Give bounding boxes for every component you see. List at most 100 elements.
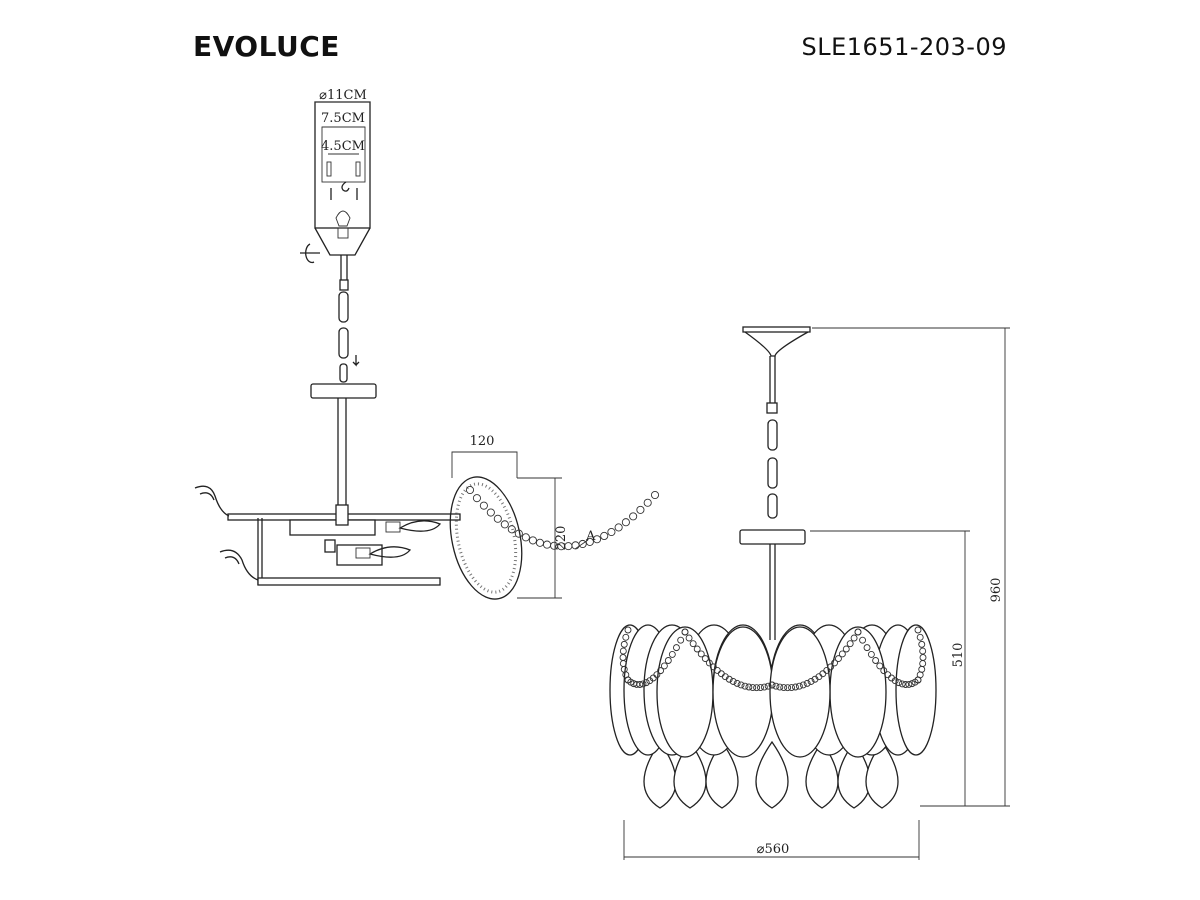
bead <box>753 684 761 692</box>
bead <box>664 657 672 664</box>
bead <box>784 684 792 692</box>
bead <box>850 634 858 642</box>
front-view: 960 510 ⌀560 <box>609 326 1010 860</box>
leaf <box>805 740 839 809</box>
bead <box>500 520 509 529</box>
inner-width-label: 7.5CM <box>321 111 365 126</box>
leaf <box>837 740 871 809</box>
bead <box>835 655 842 663</box>
bead <box>867 650 875 658</box>
bead <box>681 628 689 636</box>
bead <box>521 533 530 542</box>
leaf-height-label: 220 <box>554 526 569 551</box>
body-height-label: 510 <box>951 643 966 668</box>
bead <box>705 659 713 667</box>
bead <box>650 490 660 500</box>
bead <box>697 650 705 658</box>
bead <box>768 681 776 689</box>
rotate-arrow-icon <box>300 243 320 264</box>
bead <box>578 539 587 549</box>
bead <box>614 523 623 532</box>
bead <box>685 634 693 642</box>
outer-diameter-label: ⌀11CM <box>319 88 367 103</box>
bead <box>673 644 680 652</box>
bead <box>585 537 594 546</box>
leaf <box>643 740 677 809</box>
bead <box>472 494 481 503</box>
bead <box>507 525 516 534</box>
callout-label: A <box>585 529 596 544</box>
bead <box>827 663 835 671</box>
bead <box>788 684 795 691</box>
bead <box>514 529 523 538</box>
down-arrow-icon <box>352 355 360 367</box>
bead-chain <box>465 485 660 551</box>
bead <box>757 684 764 691</box>
model-number: SLE1651-203-09 <box>801 33 1007 61</box>
bead <box>729 678 737 685</box>
bead <box>823 667 831 674</box>
bead <box>807 678 815 685</box>
bead <box>876 662 884 670</box>
leaf <box>673 740 707 809</box>
bead <box>620 640 628 648</box>
bead <box>622 633 630 641</box>
leaf <box>865 740 899 809</box>
bead <box>668 650 676 658</box>
bead <box>629 512 638 521</box>
bulb-icon <box>368 546 412 558</box>
bead <box>831 659 838 667</box>
bead <box>905 680 913 688</box>
bulb-icon <box>398 520 442 532</box>
bead <box>535 538 545 547</box>
bead <box>486 508 495 517</box>
leaf <box>755 740 789 809</box>
bead <box>677 636 685 644</box>
bead <box>642 679 650 687</box>
bead <box>764 682 772 690</box>
leaf <box>829 626 887 758</box>
leaf <box>712 626 774 758</box>
bead <box>479 501 488 510</box>
bead <box>914 676 922 684</box>
total-height-label: 960 <box>989 578 1004 603</box>
leaf <box>705 740 739 809</box>
brand-logo: EVOLUCE <box>193 30 340 63</box>
bracket-width-label: 4.5CM <box>321 139 365 154</box>
leaf <box>769 626 831 758</box>
bead <box>859 636 867 644</box>
leaf-shade <box>609 624 937 809</box>
bead <box>898 680 906 688</box>
leaf <box>895 624 937 756</box>
bead <box>607 527 616 537</box>
bead <box>571 541 580 550</box>
bead <box>918 640 926 648</box>
hook-icon <box>341 181 350 192</box>
bead <box>745 683 753 691</box>
bead <box>621 518 630 527</box>
leaf-width-label: 120 <box>470 434 495 449</box>
bead <box>709 663 717 671</box>
leaf-detail: 120 220 A <box>449 434 660 600</box>
diameter-label: ⌀560 <box>757 842 790 857</box>
bead <box>749 684 757 691</box>
screw-icon <box>330 188 358 200</box>
bead <box>795 682 803 690</box>
mounting-canopy-detail: ⌀11CM 7.5CM 4.5CM <box>300 88 371 383</box>
bead <box>772 682 780 690</box>
bead <box>600 531 609 541</box>
bead <box>636 505 645 514</box>
bead <box>592 535 602 544</box>
bead <box>916 633 924 641</box>
bead <box>842 645 850 653</box>
bead <box>701 655 709 663</box>
bead <box>528 536 537 545</box>
bead <box>872 657 880 664</box>
bead <box>902 681 910 688</box>
bead <box>846 640 854 648</box>
bead <box>741 682 749 690</box>
side-view <box>194 383 461 586</box>
bead <box>792 683 799 691</box>
bead <box>657 667 665 675</box>
